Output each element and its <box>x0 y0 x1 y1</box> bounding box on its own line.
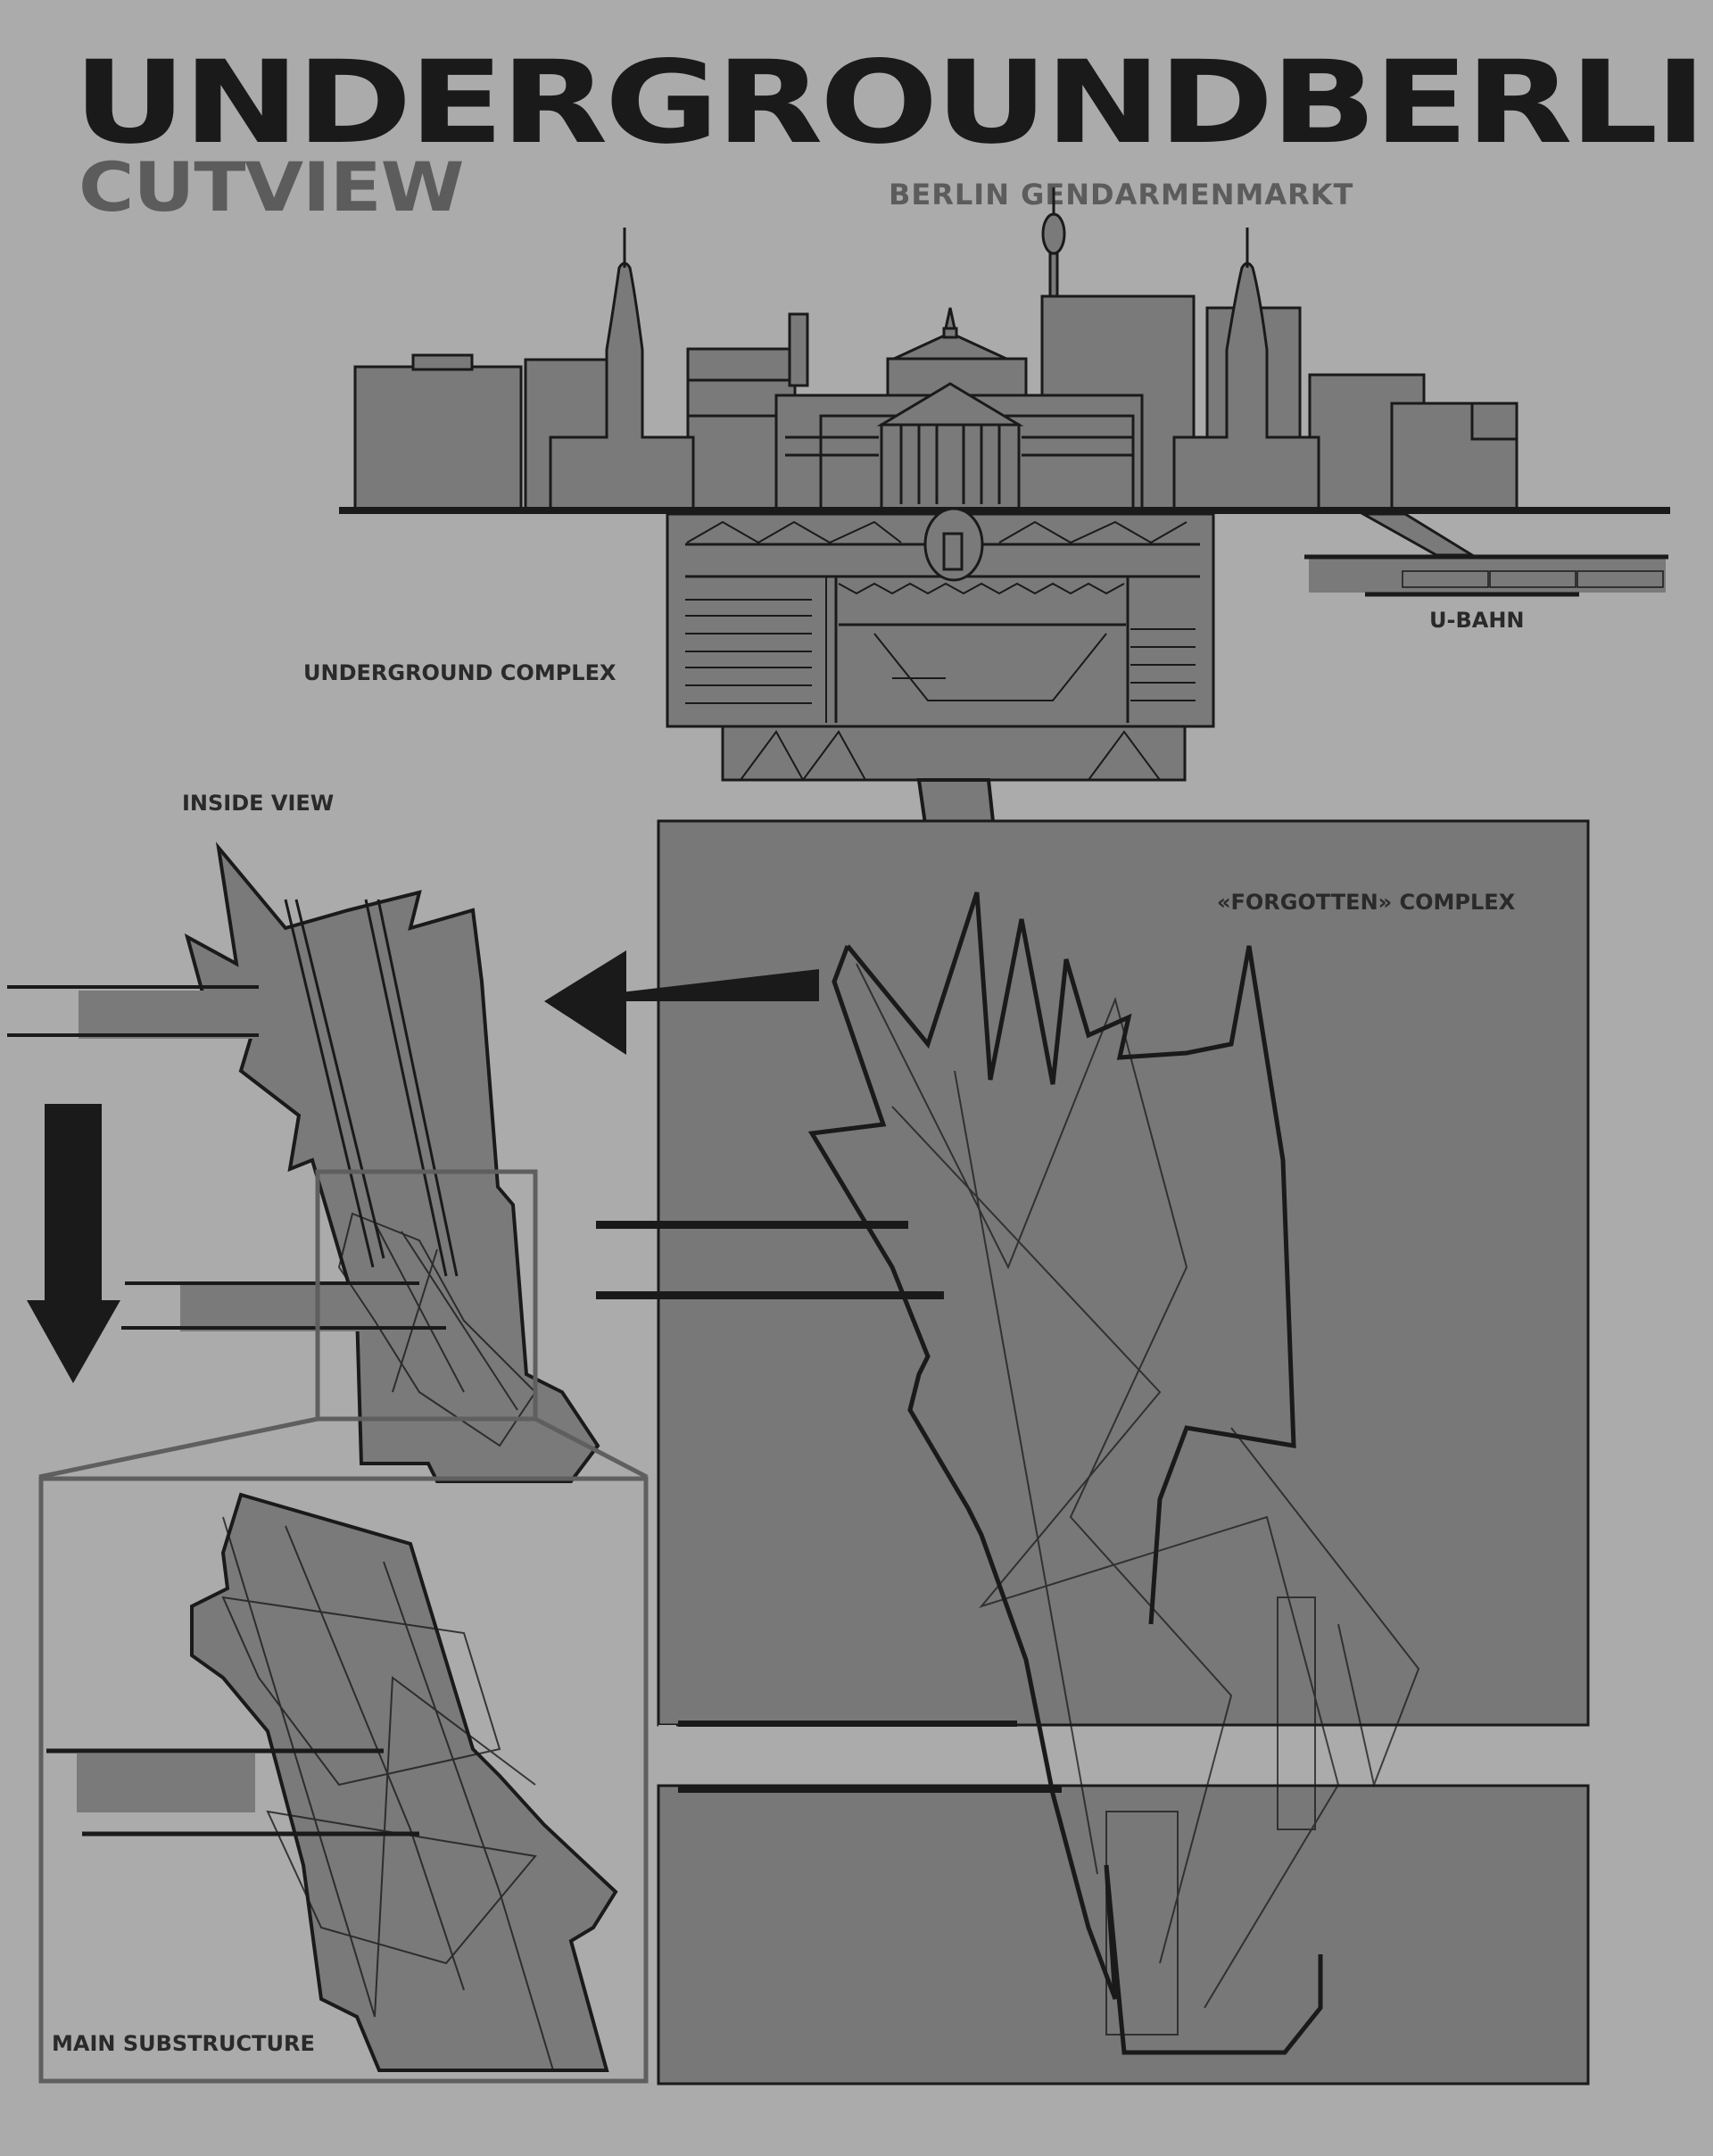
underground-complex <box>666 507 1215 782</box>
underground-complex-label: UNDERGROUND COMPLEX <box>303 660 617 685</box>
main-substructure-frame <box>38 1416 649 2084</box>
forgotten-complex-label: «FORGOTTEN» COMPLEX <box>1217 890 1516 915</box>
main-substructure-sketch <box>46 1492 618 2072</box>
ground-line <box>339 507 1670 514</box>
ubahn-label: U-BAHN <box>1429 608 1525 633</box>
arrow-down-icon <box>27 1104 120 1383</box>
location-label: BERLIN GENDARMENMARKT <box>889 178 1354 211</box>
page-title: UNDERGROUNDBERLIN <box>73 37 1713 170</box>
skyline <box>353 187 1519 513</box>
forgotten-complex-panel <box>596 819 1590 2086</box>
inside-view-label: INSIDE VIEW <box>182 791 335 816</box>
inside-view-sketch <box>7 842 600 1483</box>
arrow-left-icon <box>544 950 819 1055</box>
ubahn-station <box>1304 512 1668 597</box>
main-substructure-label: MAIN SUBSTRUCTURE <box>52 2031 315 2056</box>
train-icon <box>1402 570 1664 588</box>
page-subtitle: CUTVIEW <box>79 147 465 227</box>
